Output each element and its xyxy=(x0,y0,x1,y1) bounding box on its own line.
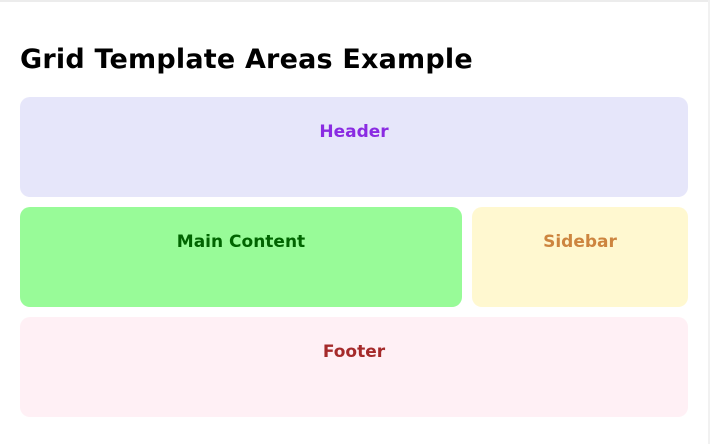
grid-main-content-area: Main Content xyxy=(20,207,462,307)
footer-label: Footer xyxy=(322,342,386,362)
scrollbar-edge xyxy=(708,0,710,444)
page-title: Grid Template Areas Example xyxy=(20,44,473,75)
grid-container: Header Main Content Sidebar Footer xyxy=(20,97,688,417)
header-label: Header xyxy=(319,122,389,142)
sidebar-label: Sidebar xyxy=(543,232,617,252)
page-content: Grid Template Areas Example Header Main … xyxy=(20,40,688,417)
grid-header-area: Header xyxy=(20,97,688,197)
main-content-label: Main Content xyxy=(176,232,306,252)
grid-sidebar-area: Sidebar xyxy=(472,207,688,307)
top-border xyxy=(0,0,710,2)
grid-footer-area: Footer xyxy=(20,317,688,417)
